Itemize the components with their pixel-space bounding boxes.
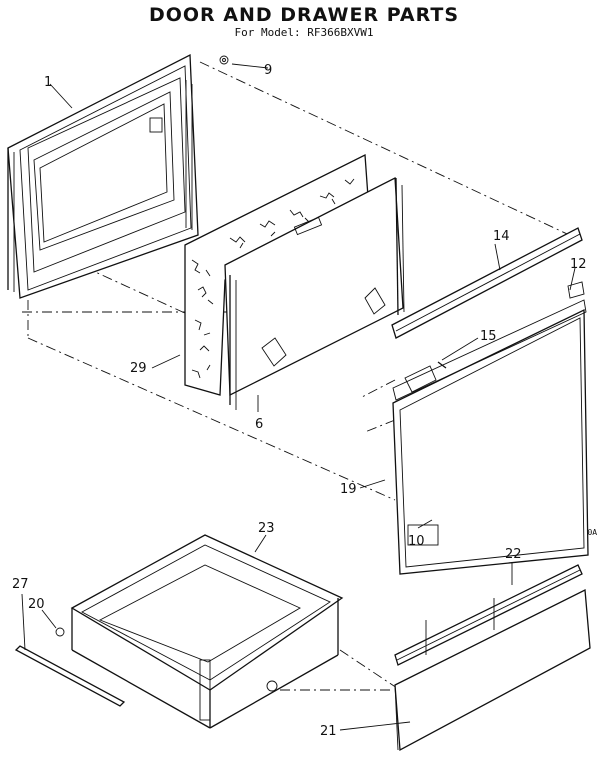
drawer-front-part (394, 588, 591, 752)
callout-14: 14 (493, 229, 510, 244)
callout-9: 9 (264, 63, 272, 78)
page-title: DOOR AND DRAWER PARTS (148, 4, 460, 26)
callout-29: 29 (130, 361, 147, 376)
drawer-part (55, 534, 344, 729)
leader-lines (21, 63, 576, 731)
alignment-lines (22, 61, 581, 691)
door-liner-assembly (391, 227, 589, 575)
callout-22: 22 (505, 547, 522, 562)
screw-part (219, 55, 229, 65)
callout-6: 6 (255, 417, 263, 432)
callout-27: 27 (12, 577, 29, 592)
callout-21: 21 (320, 724, 337, 739)
callout-20: 20 (28, 597, 45, 612)
callout-labels: 1 9 14 12 15 29 6 19 10 23 22 27 20 21 (12, 63, 587, 739)
callout-10: 10 (408, 534, 425, 549)
drawer-rod-part (14, 645, 126, 707)
callout-12: 12 (570, 257, 587, 272)
drawer-trim-part (394, 564, 583, 666)
insulation-panel-part (184, 153, 405, 410)
model-subtitle: For Model: RF366BXVW1 (234, 26, 374, 39)
callout-19: 19 (340, 482, 357, 497)
callout-15: 15 (480, 329, 497, 344)
oven-door-part (7, 53, 199, 299)
callout-1: 1 (44, 75, 52, 90)
callout-23: 23 (258, 521, 275, 536)
